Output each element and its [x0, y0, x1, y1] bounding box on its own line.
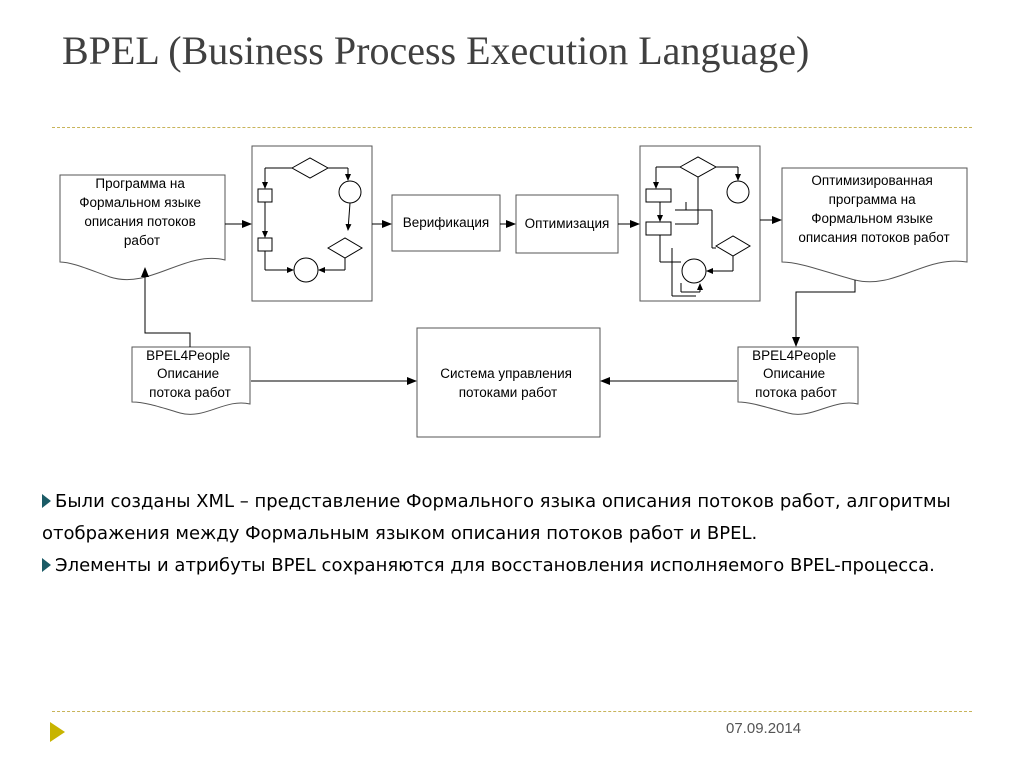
- optimization-label: Оптимизация: [525, 216, 610, 231]
- workflow-diagram: Программа на Формальном языке описания п…: [59, 145, 968, 438]
- bullet-list: Были созданы XML – представление Формаль…: [42, 486, 992, 582]
- verification-box: [391, 194, 501, 252]
- bullet-text-2: Элементы и атрибуты BPEL сохраняются для…: [55, 555, 935, 576]
- workflow-system-label: Система управления потоками работ: [440, 366, 576, 400]
- verification-label: Верификация: [403, 215, 490, 230]
- bullet-item-1: Были созданы XML – представление Формаль…: [42, 486, 992, 550]
- title-divider: [52, 127, 972, 128]
- optimized-doc-label: Оптимизированная программа на Формальном…: [798, 173, 949, 245]
- slide-date: 07.09.2014: [726, 720, 802, 737]
- slide-title: BPEL (Business Process Execution Languag…: [62, 28, 810, 73]
- bullet-text-1: Были созданы XML – представление Формаль…: [42, 491, 951, 544]
- right-bpel-document-shape: [737, 346, 859, 415]
- bullet-arrow-icon: [42, 494, 51, 508]
- source-doc-label: Программа на Формальном языке описания п…: [79, 176, 205, 248]
- bullet-arrow-icon: [42, 558, 51, 572]
- workflow-system-box: [416, 327, 601, 438]
- left-bpel-label: BPEL4People Описание потока работ: [146, 348, 234, 400]
- process-graph-2: [639, 145, 761, 302]
- footer-divider: [52, 711, 972, 712]
- left-bpel-document-shape: [131, 346, 251, 415]
- bullet-item-2: Элементы и атрибуты BPEL сохраняются для…: [42, 550, 992, 582]
- process-graph-1: [251, 145, 373, 302]
- optimized-document-shape: [781, 167, 968, 283]
- right-bpel-label: BPEL4People Описание потока работ: [752, 348, 840, 400]
- arrow-bpel-to-source: [141, 267, 191, 347]
- footer-arrow-icon: [50, 722, 65, 742]
- source-document-shape: [59, 174, 226, 281]
- arrow-optimized-to-bpel: [792, 280, 856, 347]
